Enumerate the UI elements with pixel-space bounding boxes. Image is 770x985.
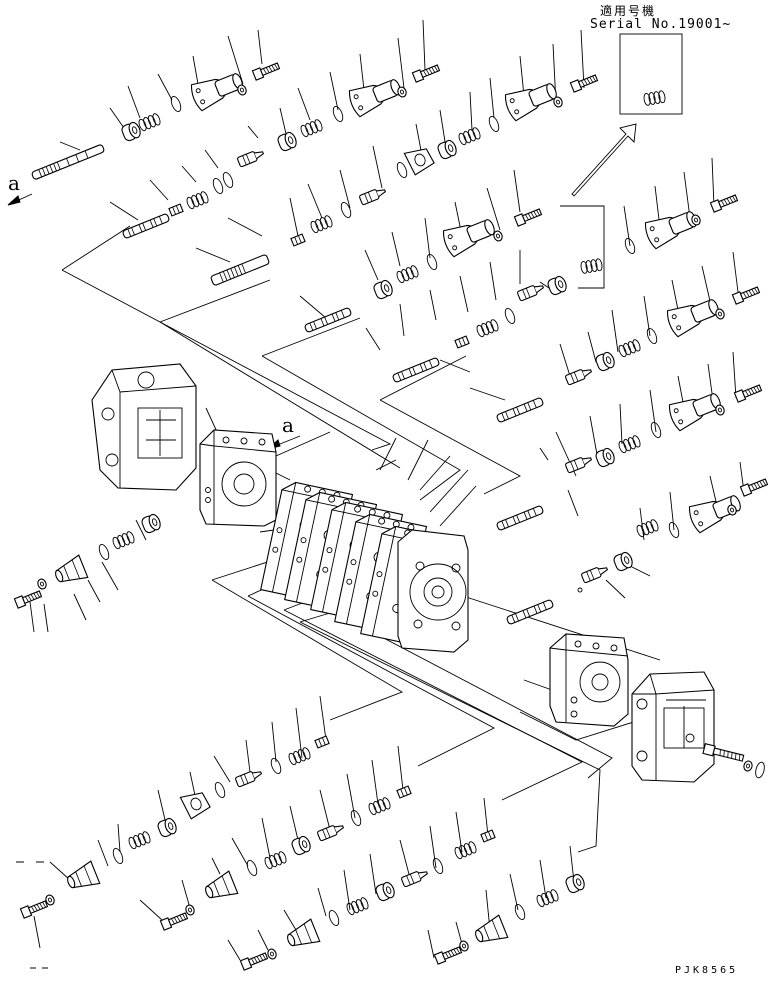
figure-code: PJK8565 (675, 965, 739, 976)
assembly-row-right-d (495, 476, 769, 593)
assembly-right-bolt (702, 743, 767, 780)
leader-lines (29, 19, 745, 961)
assembly-row-right-a (622, 192, 739, 256)
assembly-row-1b (121, 62, 441, 240)
assembly-row-3 (391, 306, 518, 384)
housing-right-inner (549, 633, 629, 727)
assembly-lower-row-4 (433, 872, 587, 965)
serial-inset-box (560, 33, 683, 289)
housing-left-inner (199, 429, 277, 527)
housing-left-outer (91, 363, 197, 491)
assembly-row-right-c (495, 382, 763, 474)
serial-number-label: Serial No.19001~ (590, 17, 732, 32)
view-a-left-label: a (8, 171, 20, 195)
assembly-left-lower (13, 512, 163, 609)
assembly-lower-row-1 (19, 735, 330, 919)
arrow-a-left: a (7, 171, 33, 206)
assembly-row-2 (303, 206, 569, 334)
assembly-row-1a (31, 60, 281, 180)
housing-right-outer (631, 671, 715, 783)
main-valve-stack (260, 479, 469, 653)
assembly-row-right-b (564, 284, 761, 386)
assembly-row-1c (210, 72, 599, 286)
view-a-right-label: a (282, 413, 294, 437)
applicable-model-label: 適用号機 (600, 4, 657, 18)
